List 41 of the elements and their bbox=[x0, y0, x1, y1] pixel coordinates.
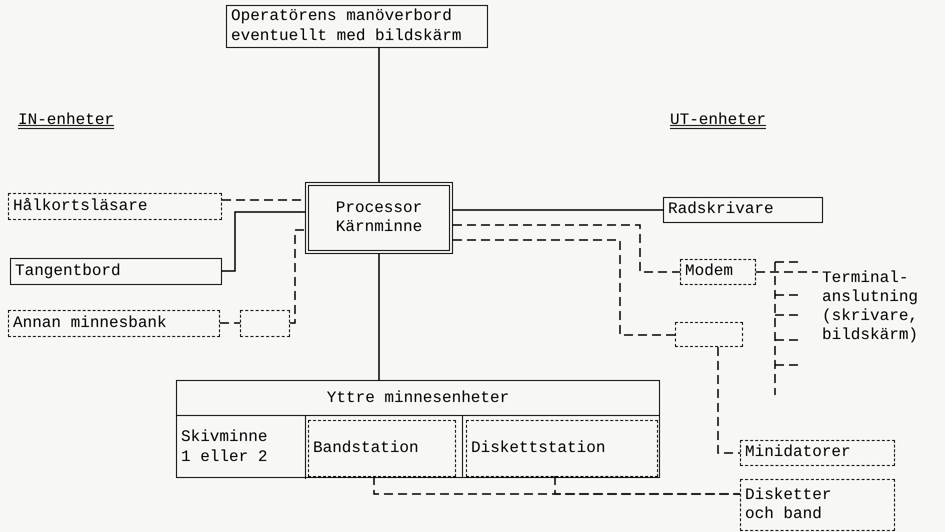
section-heading: UT-enheter bbox=[670, 110, 766, 131]
node-text: Terminal- anslutning (skrivare, bildskärm) bbox=[822, 268, 920, 346]
empty-dashed-box bbox=[675, 322, 743, 347]
connector-line bbox=[453, 239, 675, 336]
media-box bbox=[740, 479, 895, 531]
node-text: Bandstation bbox=[313, 438, 420, 458]
node-text: Minidatorer bbox=[745, 443, 852, 463]
storage-device-box bbox=[308, 420, 456, 477]
node-text: Operatörens manöverbord eventuellt med bildskärm bbox=[231, 7, 462, 46]
processor-box bbox=[305, 182, 453, 254]
input-device-box bbox=[8, 310, 220, 337]
connector-line bbox=[554, 476, 740, 495]
connector-line bbox=[378, 48, 380, 182]
node-text: Processor Kärnminne bbox=[334, 198, 424, 238]
node-text: Diskettstation bbox=[471, 438, 606, 458]
connector-line bbox=[220, 322, 240, 324]
connector-line bbox=[756, 271, 818, 273]
input-device-box bbox=[8, 193, 222, 220]
node-text: Tangentbord bbox=[15, 262, 122, 282]
node-text: Annan minnesbank bbox=[13, 314, 168, 334]
input-device-box bbox=[10, 258, 222, 285]
minicomputer-box bbox=[740, 440, 895, 466]
storage-group-box bbox=[176, 380, 660, 478]
connector-line bbox=[378, 254, 380, 380]
connector-line bbox=[717, 347, 740, 454]
modem-box bbox=[680, 259, 756, 285]
group-heading: Yttre minnesenheter bbox=[326, 388, 510, 409]
connector-line bbox=[222, 211, 305, 272]
section-heading: IN-enheter bbox=[18, 110, 114, 131]
connector-line bbox=[290, 229, 305, 324]
node-text: Disketter och band bbox=[745, 486, 832, 524]
output-device-box bbox=[663, 197, 823, 223]
storage-device-box bbox=[466, 420, 658, 477]
connector-line bbox=[453, 224, 680, 273]
connector-line bbox=[453, 209, 663, 211]
node-text: Radskrivare bbox=[668, 200, 775, 220]
node-text: Skivminne 1 eller 2 bbox=[181, 428, 268, 467]
console-box bbox=[226, 5, 488, 48]
empty-dashed-box bbox=[240, 310, 290, 337]
node-text: Modem bbox=[685, 262, 734, 282]
node-text: Hålkortsläsare bbox=[13, 196, 148, 216]
